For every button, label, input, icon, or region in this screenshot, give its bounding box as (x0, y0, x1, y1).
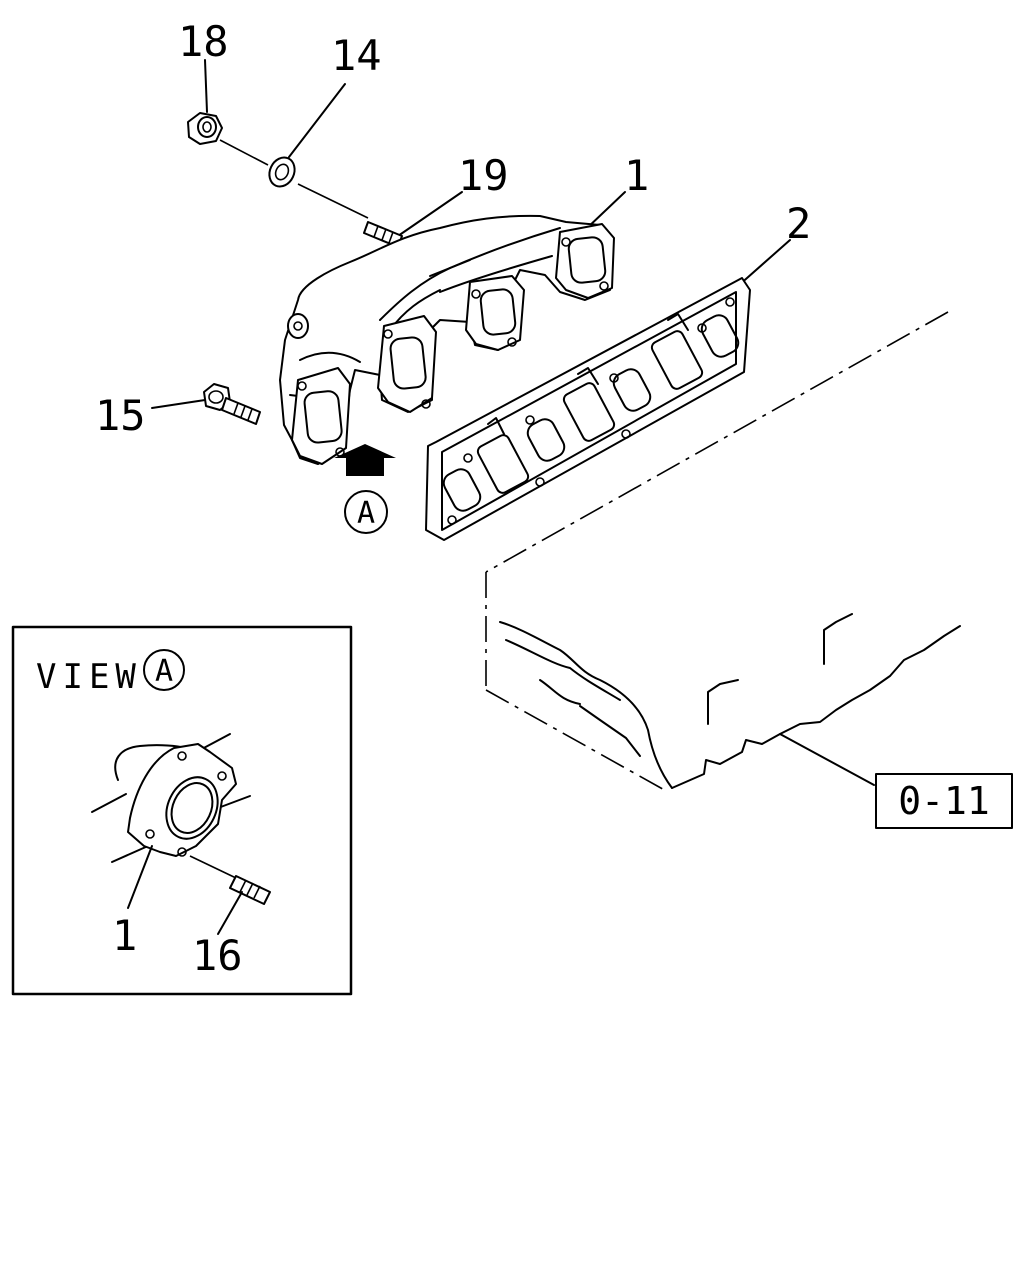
callout-15[interactable]: 15 (95, 391, 146, 440)
callout-18[interactable]: 18 (178, 17, 229, 66)
view-a-marker[interactable]: A (344, 490, 388, 534)
view-callout-1[interactable]: 1 (112, 911, 137, 960)
washer-part[interactable] (265, 153, 299, 190)
exhaust-manifold[interactable] (279, 214, 615, 465)
nut-part[interactable] (187, 112, 223, 145)
view-callout-16[interactable]: 16 (192, 931, 243, 980)
outlet-flange[interactable] (91, 733, 251, 863)
axis-line (189, 855, 237, 879)
callout-14[interactable]: 14 (331, 31, 382, 80)
svg-text:A: A (155, 654, 173, 689)
leader-line (217, 891, 243, 935)
bolt-part[interactable] (203, 383, 261, 425)
reference-box[interactable]: 0-11 (875, 773, 1013, 829)
engine-block-outline (485, 311, 961, 793)
callout-19[interactable]: 19 (458, 151, 509, 200)
view-a-marker-letter: A (357, 496, 375, 531)
leader-lines (151, 59, 875, 786)
callout-1[interactable]: 1 (624, 151, 649, 200)
view-stud-part[interactable] (229, 875, 271, 905)
axis-line (219, 139, 269, 166)
view-label-marker: A (143, 649, 185, 691)
leader-line (127, 845, 153, 909)
view-a-inset: VIEW A 1 (11, 625, 353, 996)
exhaust-gasket[interactable] (425, 277, 751, 541)
axis-line (297, 183, 369, 219)
view-label: VIEW (36, 657, 142, 697)
view-arrow-icon (334, 444, 396, 476)
reference-box-label: 0-11 (898, 779, 990, 823)
